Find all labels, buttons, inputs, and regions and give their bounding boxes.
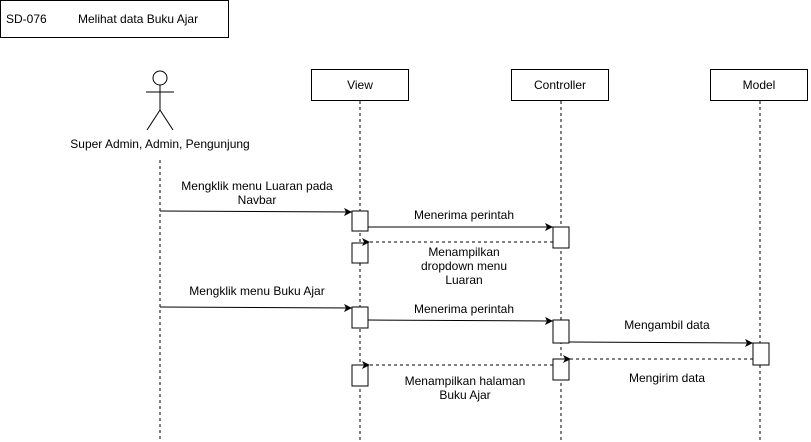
message-label-7: Mengirim data bbox=[628, 371, 706, 385]
participant-model: Model bbox=[710, 69, 808, 101]
message-label-2: Menerima perintah bbox=[413, 208, 515, 222]
participant-view: View bbox=[311, 69, 409, 101]
actor-label: Super Admin, Admin, Pengunjung bbox=[70, 137, 250, 151]
view-activation-4 bbox=[351, 364, 369, 387]
message-label-6: Mengambil data bbox=[624, 318, 710, 332]
controller-activation-1 bbox=[552, 226, 570, 249]
diagram-frame: SD-076 Melihat data Buku Ajar bbox=[0, 0, 229, 38]
diagram-title: Melihat data Buku Ajar bbox=[78, 12, 199, 26]
message-label-4: Mengklik menu Buku Ajar bbox=[189, 284, 325, 298]
view-activation-3 bbox=[351, 306, 369, 329]
diagram-id: SD-076 bbox=[6, 12, 47, 26]
view-activation-1 bbox=[351, 210, 369, 232]
participant-controller: Controller bbox=[511, 69, 609, 101]
message-arrow-6 bbox=[568, 338, 754, 347]
message-arrow-1 bbox=[159, 207, 353, 216]
message-label-5: Menerima perintah bbox=[413, 302, 515, 316]
message-arrow-4 bbox=[159, 303, 353, 312]
message-arrow-5 bbox=[367, 316, 554, 325]
participant-controller-label: Controller bbox=[533, 78, 587, 92]
controller-activation-3 bbox=[552, 358, 570, 381]
actor-stick-figure-icon bbox=[146, 70, 174, 131]
participant-view-label: View bbox=[347, 78, 373, 92]
model-activation-1 bbox=[752, 342, 770, 366]
controller-activation-2 bbox=[552, 319, 570, 344]
view-activation-2 bbox=[351, 242, 369, 264]
participant-model-label: Model bbox=[742, 78, 776, 92]
